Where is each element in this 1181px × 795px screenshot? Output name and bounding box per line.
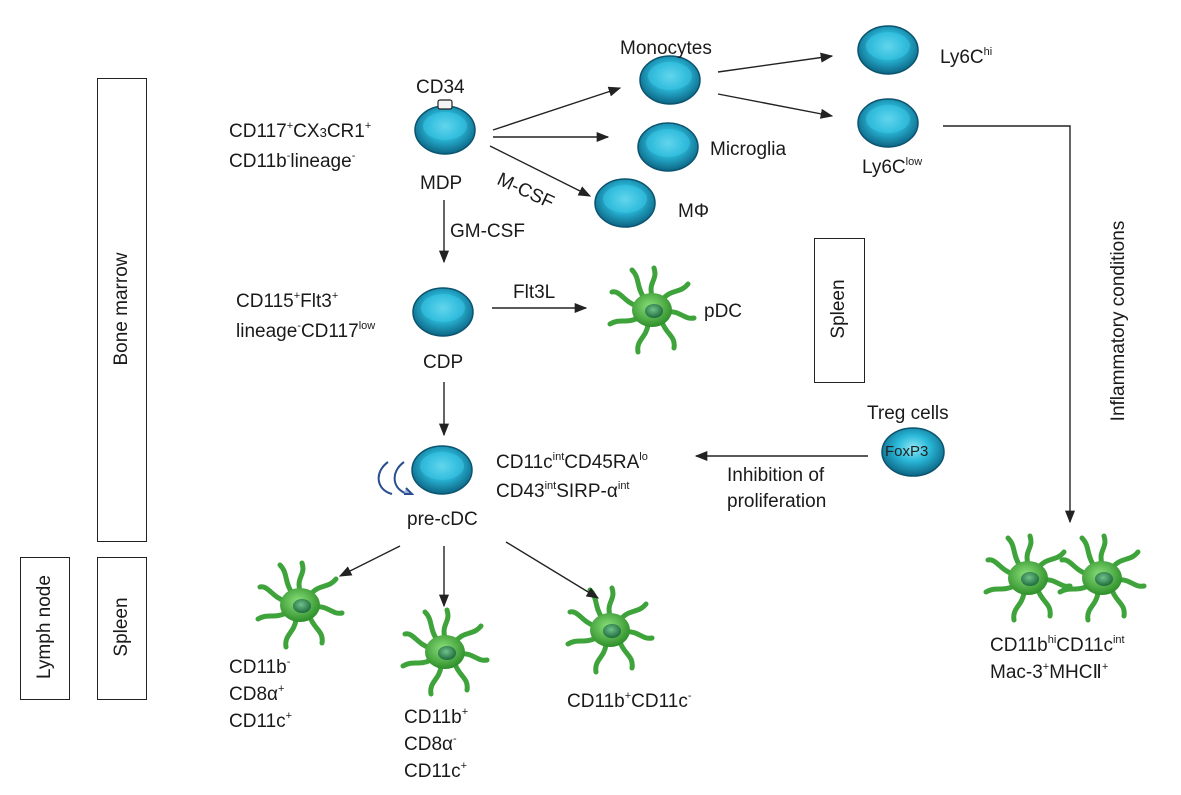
cdp-markers-line2: lineage-CD117low	[236, 320, 376, 342]
ly6c-hi-label: Ly6Chi	[940, 46, 993, 68]
cd34-label: CD34	[416, 77, 465, 98]
arrow-mdp-to-macrophage	[489, 145, 592, 197]
dc2-marker-line1: CD11b+	[404, 706, 469, 728]
dc2-marker-line3: CD11c+	[404, 760, 468, 782]
spleen-box-left	[97, 557, 147, 700]
cdp-label: CDP	[423, 352, 464, 373]
pre-cdc-cell	[411, 445, 473, 495]
macrophage-cell	[594, 178, 656, 228]
arrow-monocytes-to-ly6c-hi	[717, 52, 834, 73]
dendritic-cell-cd8-positive	[258, 563, 342, 647]
mdp-markers-line2: CD11b-lineage-	[229, 150, 356, 172]
inflammatory-markers-line2: Mac-3+MHCⅡ+	[990, 661, 1109, 683]
cd34-receptor	[437, 99, 453, 110]
proliferation-cycle-icon	[377, 461, 415, 495]
pdc-label: pDC	[704, 301, 743, 322]
spleen-label-right: Spleen	[828, 279, 849, 339]
cdp-cell	[412, 287, 474, 337]
cdp-markers-line1: CD115+Flt3+	[236, 290, 339, 312]
gmcsf-label: GM-CSF	[450, 221, 525, 242]
spleen-box-right	[814, 238, 865, 383]
pre-cdc-label: pre-cDC	[407, 509, 478, 530]
treg-label: Treg cells	[867, 403, 949, 424]
pdc-cell	[610, 268, 694, 352]
dc1-marker-line2: CD8α+	[229, 683, 285, 705]
arrow-mdp-to-monocytes	[492, 86, 622, 131]
spleen-label-left: Spleen	[111, 597, 132, 657]
inflammatory-dc-cell-1	[986, 536, 1070, 620]
bone-marrow-label: Bone marrow	[111, 252, 132, 366]
pre-cdc-markers-line2: CD43intSIRP-αint	[496, 480, 630, 502]
dc1-marker-line3: CD11c+	[229, 710, 293, 732]
foxp3-label: FoxP3	[885, 443, 929, 460]
inflammatory-markers-line1: CD11bhiCD11cint	[990, 634, 1125, 656]
bone-marrow-box	[97, 78, 147, 542]
arrow-pre-cdc-to-dc3	[505, 541, 600, 599]
microglia-cell	[637, 122, 699, 172]
dc2-marker-line2: CD8α-	[404, 733, 457, 755]
inflammatory-dc-cell-2	[1060, 536, 1144, 620]
ly6c-low-label: Ly6Clow	[862, 156, 923, 178]
ly6c-low-cell	[857, 98, 919, 148]
mdp-markers-line1: CD117+CX3CR1+	[229, 120, 372, 142]
microglia-label: Microglia	[710, 139, 787, 160]
dendritic-cell-cd8-negative	[403, 610, 487, 694]
mdp-cell	[414, 105, 476, 155]
inflammatory-conditions-label: Inflammatory conditions	[1108, 220, 1129, 422]
inhibition-label-line1: Inhibition of	[727, 465, 825, 486]
dendritic-cell-cd11c-negative	[568, 588, 652, 672]
mdp-label: MDP	[420, 173, 463, 194]
monocyte-cell	[639, 55, 701, 105]
arrow-pre-cdc-to-dc1	[338, 545, 401, 577]
arrow-monocytes-to-ly6c-low	[717, 93, 834, 119]
lymph-node-box	[20, 557, 70, 700]
treg-cell	[881, 427, 945, 477]
macrophage-label: MΦ	[678, 201, 709, 222]
inhibition-label-line2: proliferation	[727, 491, 827, 512]
lymph-node-label: Lymph node	[34, 575, 55, 679]
flt3l-label: Flt3L	[513, 282, 556, 303]
dc1-marker-line1: CD11b-	[229, 656, 291, 678]
arrow-ly6c-low-to-inflammatory	[943, 125, 1076, 524]
pre-cdc-markers-line1: CD11cintCD45RAlo	[496, 451, 648, 473]
ly6c-hi-cell	[857, 25, 919, 75]
monocytes-label: Monocytes	[620, 38, 712, 59]
dc3-marker-label: CD11b+CD11c-	[567, 690, 692, 712]
